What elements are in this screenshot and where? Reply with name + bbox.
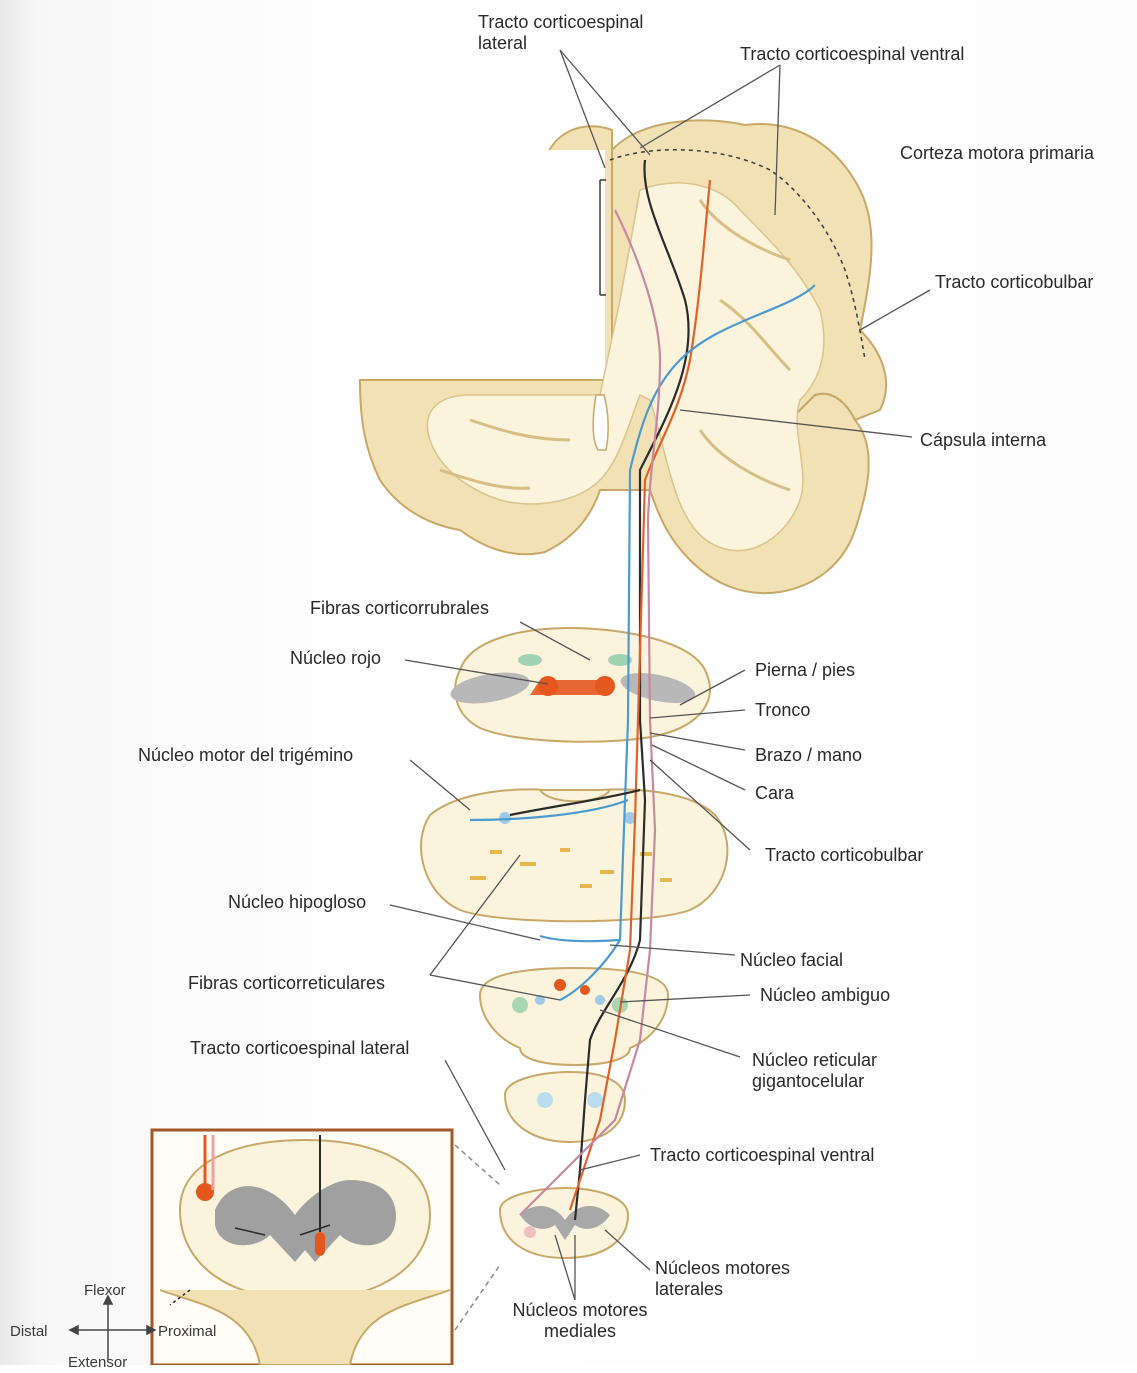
label-tronco: Tronco — [755, 700, 810, 721]
label-corteza-motora-primaria: Corteza motora primaria — [900, 143, 1094, 164]
label-cara: Cara — [755, 783, 794, 804]
compass-distal: Distal — [10, 1321, 48, 1342]
label-fibras-corticorreticulares: Fibras corticorreticulares — [188, 973, 385, 994]
compass-flexor: Flexor — [84, 1280, 126, 1301]
orientation-compass — [70, 1296, 155, 1360]
label-nucleos-motores-mediales: Núcleos motores mediales — [485, 1300, 675, 1342]
midbrain-section — [448, 628, 710, 742]
label-nucleo-reticular-gigantocelular: Núcleo reticular gigantocelular — [752, 1050, 922, 1092]
label-tracto-corticobulbar-top: Tracto corticobulbar — [935, 272, 1093, 293]
compass-extensor: Extensor — [68, 1352, 127, 1373]
ventricle — [593, 395, 608, 450]
brain-coronal-section — [360, 120, 886, 593]
label-tracto-corticoespinal-lateral-top: Tracto corticoespinal lateral — [478, 12, 688, 54]
label-nucleo-ambiguo: Núcleo ambiguo — [760, 985, 890, 1006]
label-fibras-corticorrubrales: Fibras corticorrubrales — [310, 598, 489, 619]
label-nucleo-rojo: Núcleo rojo — [290, 648, 381, 669]
label-brazo-mano: Brazo / mano — [755, 745, 862, 766]
compass-proximal: Proximal — [158, 1321, 216, 1342]
pons-section — [421, 789, 727, 921]
label-pierna-pies: Pierna / pies — [755, 660, 855, 681]
medulla-section — [480, 968, 668, 1065]
label-nucleo-hipogloso: Núcleo hipogloso — [228, 892, 366, 913]
label-tracto-corticobulbar-mid: Tracto corticobulbar — [765, 845, 923, 866]
label-tracto-corticoespinal-ventral-low: Tracto corticoespinal ventral — [650, 1145, 874, 1166]
lower-cord-section — [500, 1188, 628, 1258]
label-nucleo-facial: Núcleo facial — [740, 950, 843, 971]
label-tracto-corticoespinal-ventral-top: Tracto corticoespinal ventral — [740, 44, 964, 65]
label-nucleos-motores-laterales: Núcleos motores laterales — [655, 1258, 825, 1300]
label-tracto-corticoespinal-lateral-low: Tracto corticoespinal lateral — [190, 1038, 409, 1059]
label-capsula-interna: Cápsula interna — [920, 430, 1046, 451]
label-nucleo-motor-trigemino: Núcleo motor del trigémino — [138, 745, 353, 766]
cutout — [360, 150, 605, 380]
